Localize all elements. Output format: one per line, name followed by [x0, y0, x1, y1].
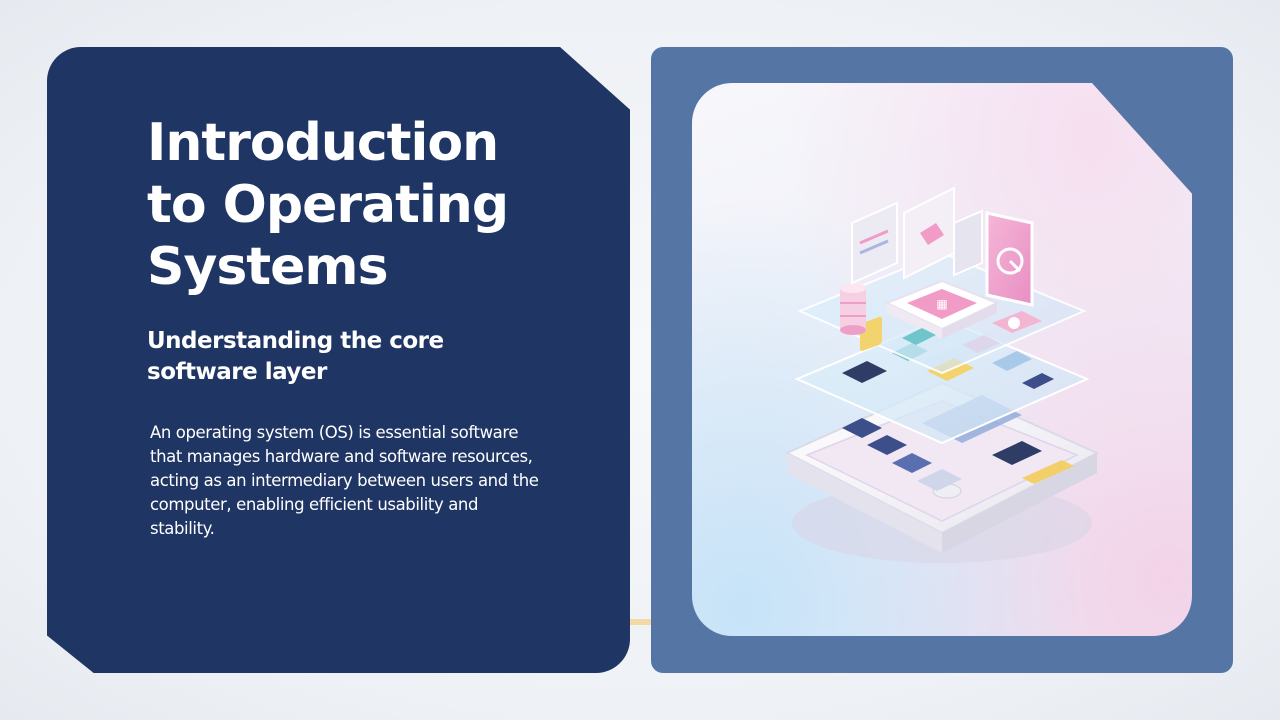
title-panel: [47, 47, 630, 673]
illustration-card: ▦: [692, 83, 1192, 636]
floating-window-panels: [851, 186, 983, 285]
slide-subtitle: Understanding the core software layer: [147, 328, 444, 385]
pink-app-tile-icon: [985, 211, 1034, 307]
svg-text:▦: ▦: [936, 297, 947, 311]
hardware-layer: [784, 381, 1100, 553]
slide-title: Introduction to Operating Systems: [147, 113, 509, 297]
accent-connector: [630, 619, 652, 625]
slide-body-text: An operating system (OS) is essential so…: [150, 423, 539, 538]
database-icon: [840, 283, 866, 335]
os-layers-illustration: ▦: [784, 186, 1100, 563]
